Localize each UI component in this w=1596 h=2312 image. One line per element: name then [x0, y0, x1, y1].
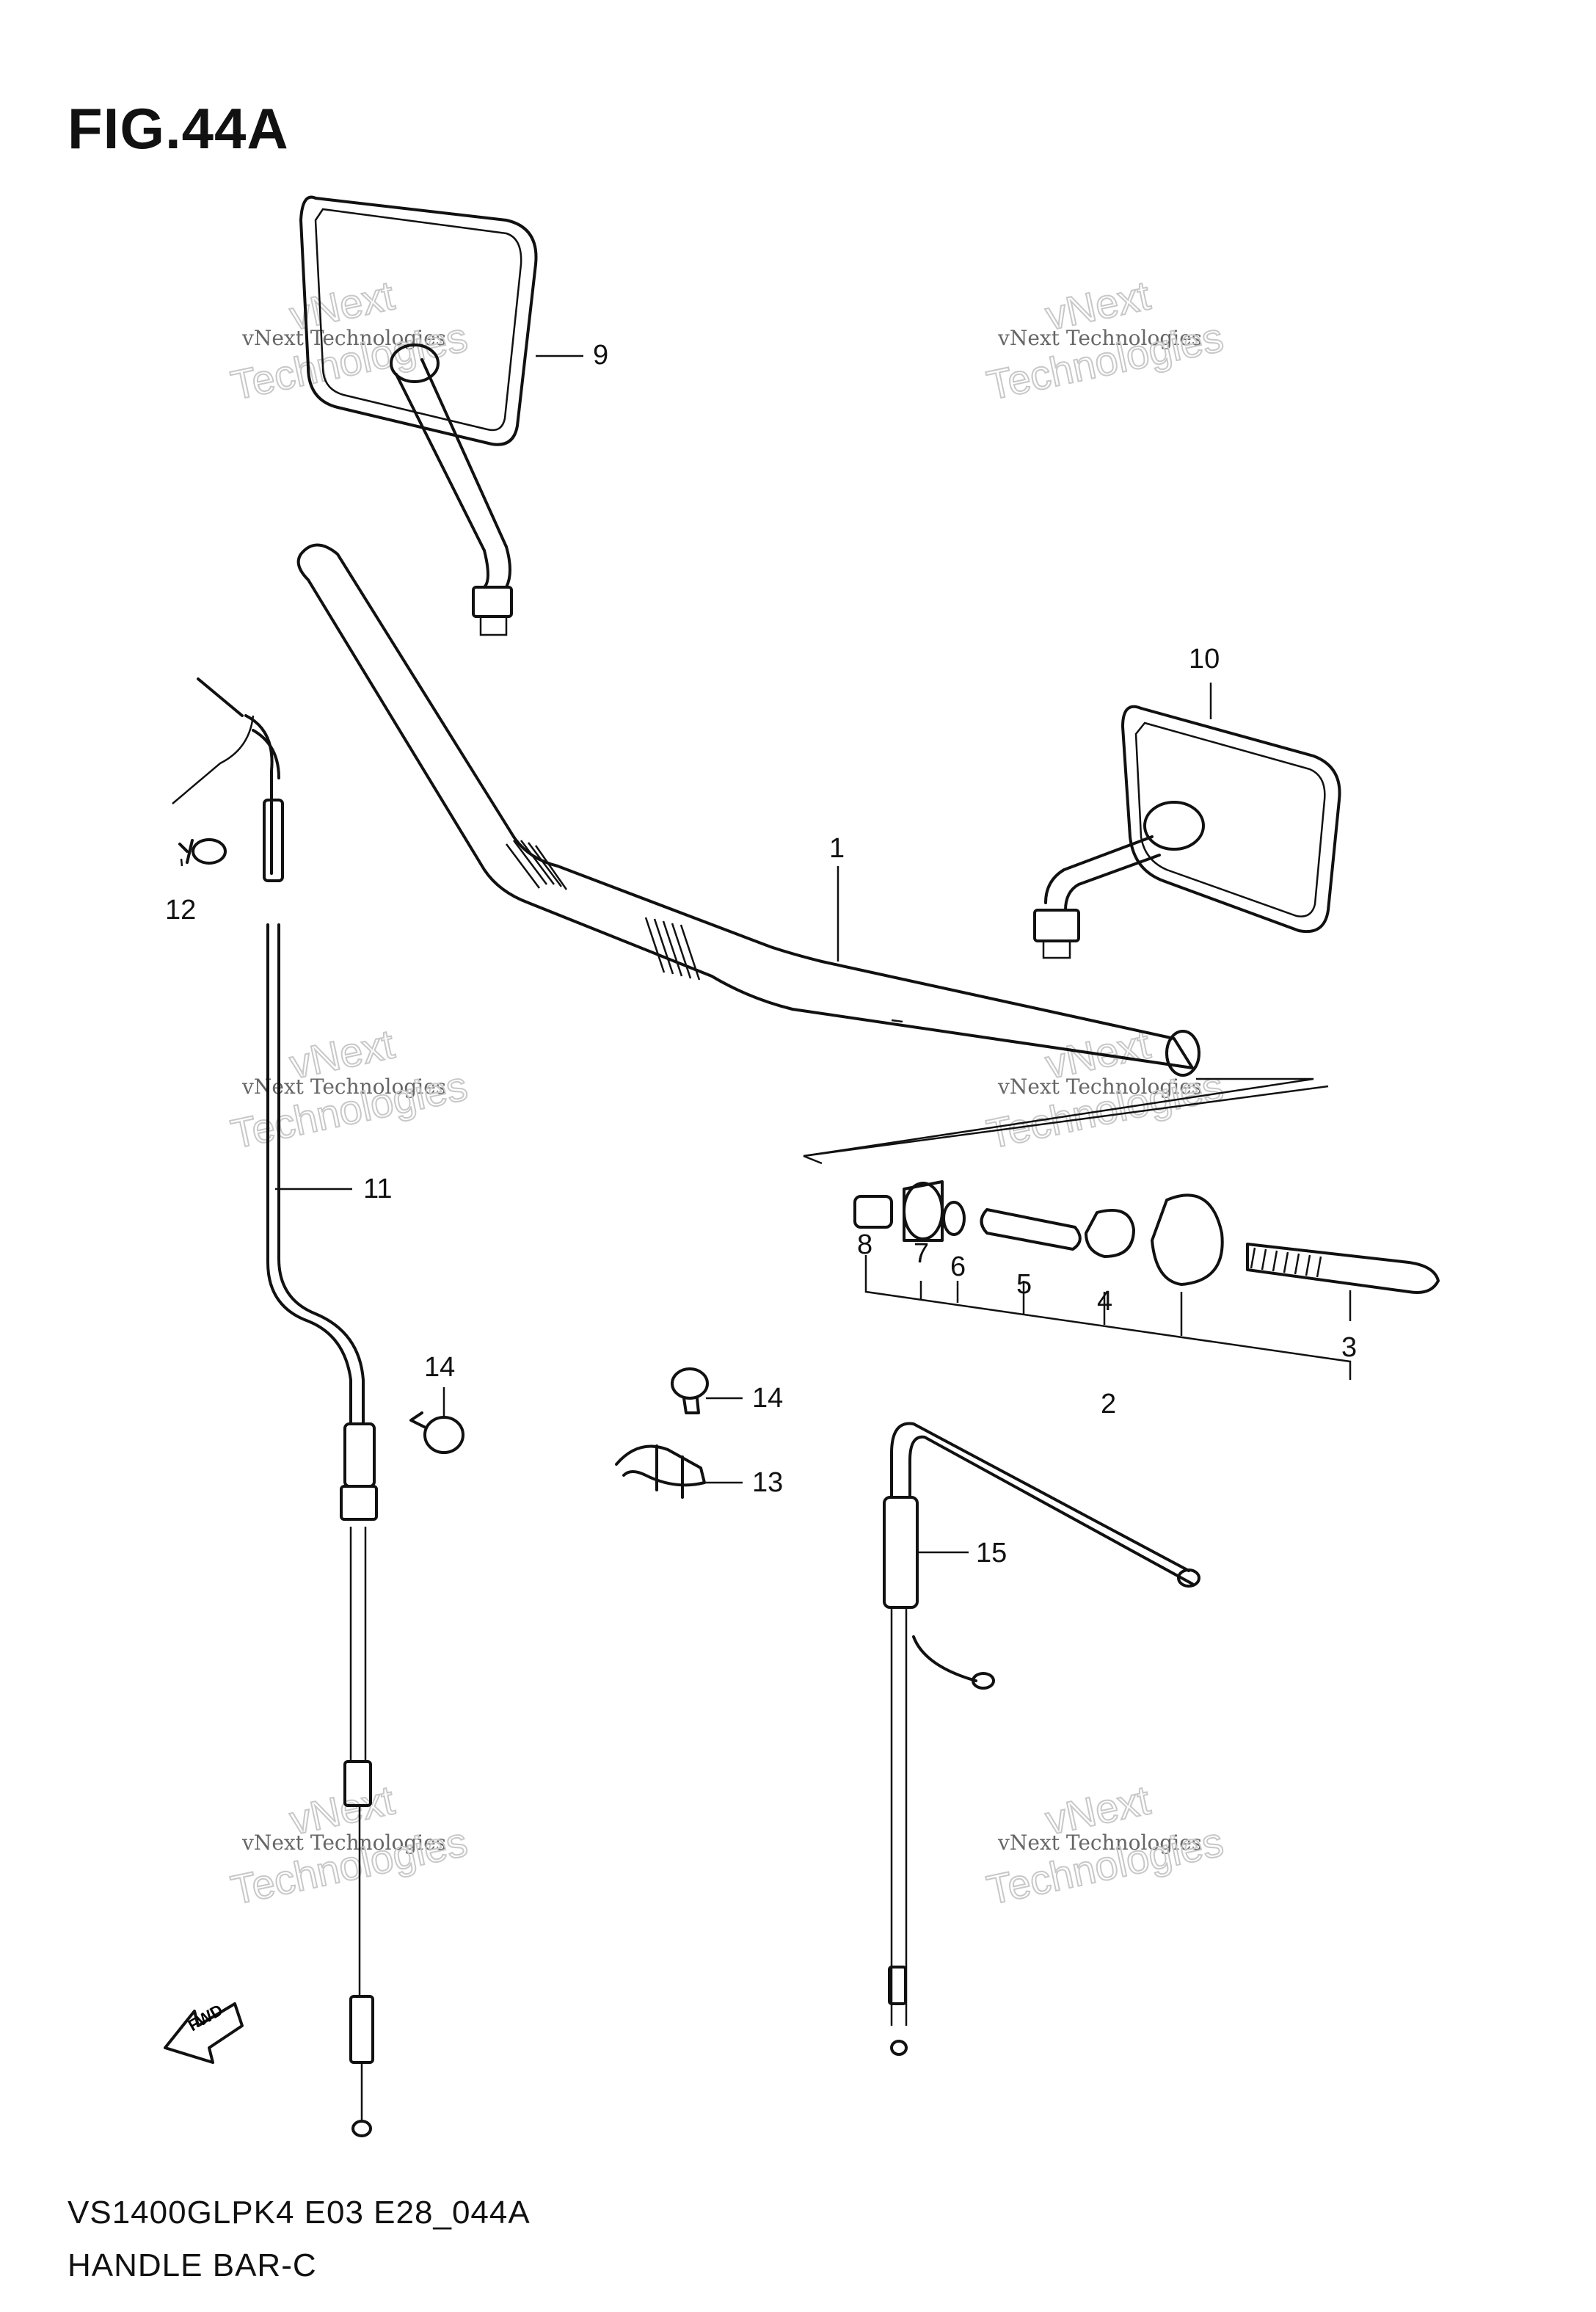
callout-14-right[interactable]: 14: [752, 1383, 783, 1414]
callout-5[interactable]: 5: [1016, 1269, 1032, 1300]
callout-6[interactable]: 6: [950, 1251, 966, 1282]
screw-12: [178, 838, 227, 865]
handlebar: [296, 543, 1200, 1077]
callout-14-left[interactable]: 14: [424, 1352, 455, 1383]
knurled-band-1: [506, 840, 568, 890]
bolt-threads: [1250, 1247, 1322, 1278]
watermark-text: vNext Technologies: [997, 1075, 1202, 1099]
callout-13[interactable]: 13: [752, 1467, 783, 1498]
callout-11[interactable]: 11: [363, 1174, 392, 1204]
figure-title: FIG.44A: [68, 96, 289, 161]
callout-15[interactable]: 15: [976, 1538, 1007, 1568]
callout-1[interactable]: 1: [829, 833, 845, 864]
callout-9[interactable]: 9: [593, 340, 608, 371]
section-name: HANDLE BAR-C: [68, 2247, 317, 2283]
clutch-cable: [883, 1422, 1200, 2056]
watermark-text: vNext Technologies: [997, 1831, 1202, 1855]
right-mirror: [1033, 705, 1341, 959]
watermark-text: vNext Technologies: [241, 1075, 446, 1099]
callout-10[interactable]: 10: [1189, 644, 1220, 675]
model-code: VS1400GLPK4 E03 E28_044A: [68, 2195, 531, 2231]
callout-4[interactable]: 4: [1097, 1286, 1112, 1317]
fwd-label: FWD: [185, 2001, 226, 2035]
watermark-text: vNext Technologies: [997, 326, 1202, 350]
callout-3[interactable]: 3: [1341, 1332, 1357, 1363]
knurled-band-2: [644, 917, 701, 981]
callout-2[interactable]: 2: [1101, 1389, 1116, 1419]
leader-lines: [180, 355, 1352, 1554]
screw-14-right: [671, 1367, 709, 1414]
callout-labels: 1 2 3 4 5 6 7 8 9 10 11 12 13 14 14 15: [165, 340, 1357, 1568]
screw-14-left: [409, 1411, 464, 1454]
callout-12[interactable]: 12: [165, 895, 196, 926]
callout-8[interactable]: 8: [857, 1229, 872, 1260]
bar-end-parts: [803, 1077, 1440, 1380]
clamp-13: [615, 1444, 706, 1499]
left-mirror: [299, 195, 538, 636]
throttle-cable: [172, 677, 378, 2137]
callout-7[interactable]: 7: [914, 1238, 929, 1269]
watermark-text: vNext Technologies: [241, 1831, 446, 1855]
fwd-arrow[interactable]: FWD: [164, 2001, 244, 2064]
